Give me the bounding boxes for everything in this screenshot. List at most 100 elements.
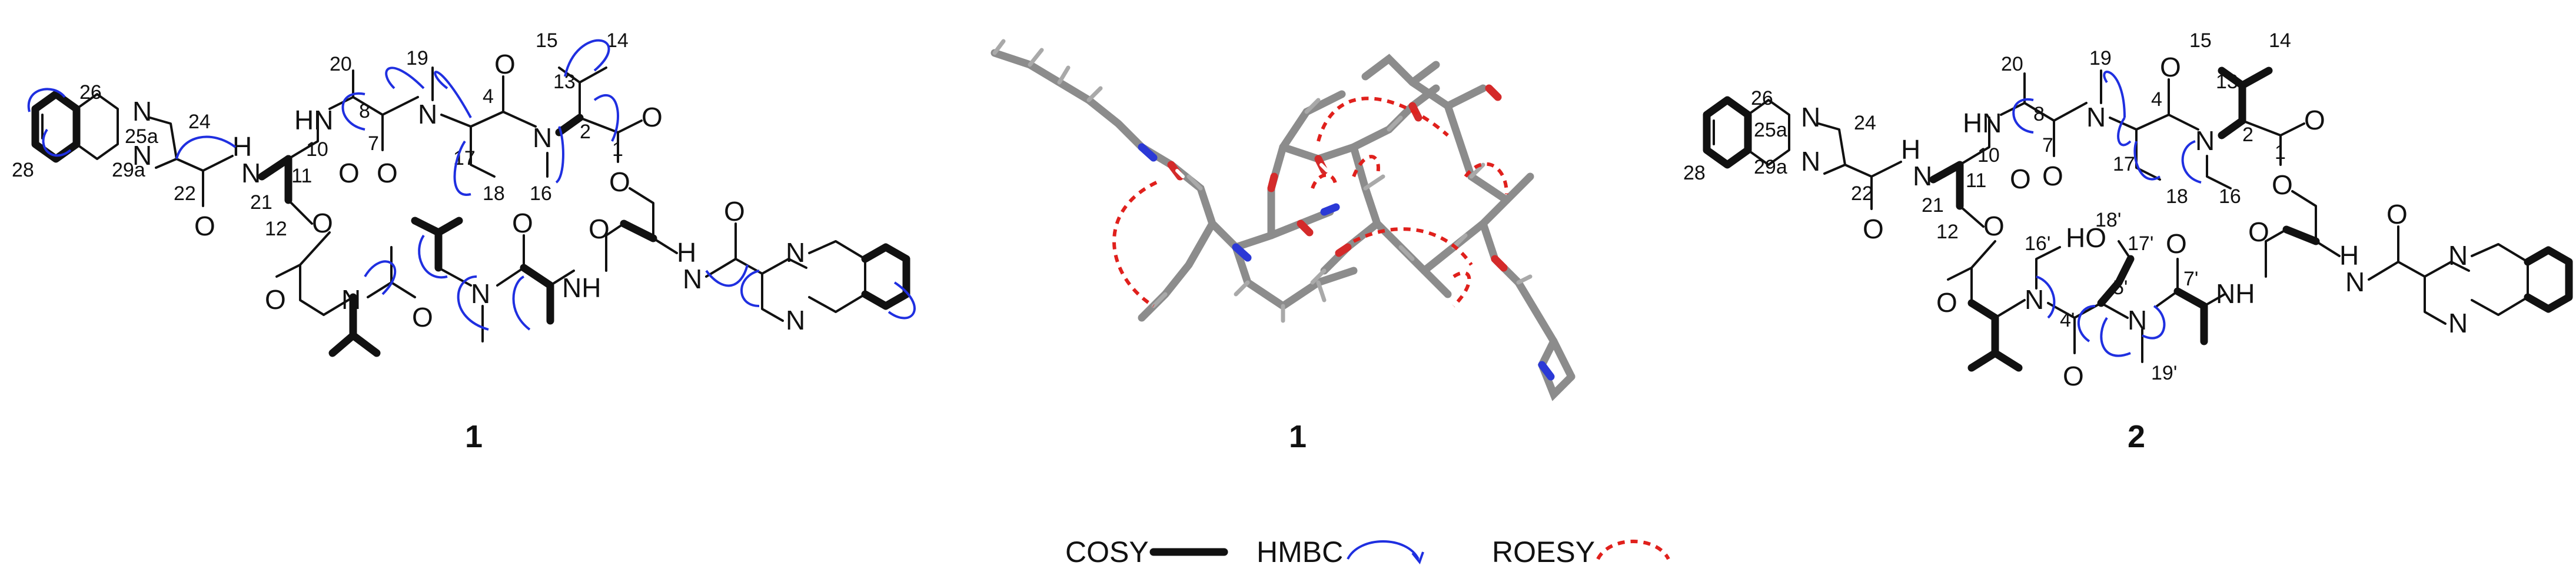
compound-label-right: 2 (2128, 419, 2145, 454)
label-4: 4 (2151, 88, 2162, 111)
label-24: 24 (188, 111, 211, 133)
atom-n: N (418, 99, 437, 129)
label-28: 28 (1683, 162, 1706, 184)
atom-o: O (1983, 211, 2005, 241)
hmbc-arrows-structure-1 (27, 39, 916, 331)
label-8: 8 (2033, 103, 2045, 125)
atom-o: O (724, 196, 745, 227)
atom-o: O (589, 214, 610, 244)
atom-n: N (132, 140, 152, 171)
legend-cosy-label: COSY (1065, 536, 1149, 568)
atom-h: H (1901, 134, 1920, 165)
atom-o: O (609, 167, 630, 197)
atom-ho: HO (2066, 222, 2106, 253)
label-15: 15 (536, 29, 558, 52)
label-18: 18 (483, 182, 505, 205)
label-21: 21 (250, 191, 272, 214)
label-12: 12 (1936, 221, 1959, 243)
label-17p: 17' (2128, 232, 2153, 255)
label-7p: 7' (2183, 268, 2198, 290)
roesy-arrows (1112, 97, 1508, 308)
atom-o: O (2042, 161, 2063, 191)
atom-o: O (512, 208, 533, 238)
atom-n: N (241, 158, 261, 188)
label-22: 22 (174, 182, 196, 205)
hmbc-arrows-structure-2 (2012, 71, 2202, 357)
label-10: 10 (306, 138, 328, 161)
atom-n: N (533, 122, 552, 153)
label-18: 18 (2166, 185, 2188, 208)
label-15: 15 (2189, 29, 2212, 52)
atom-o: O (2386, 199, 2408, 230)
atom-o: O (2248, 217, 2269, 247)
legend-hmbc-swatch (1347, 540, 1420, 560)
label-11: 11 (291, 165, 312, 187)
atom-o: O (641, 102, 663, 132)
atom-o: O (2166, 228, 2187, 259)
legend-roesy-swatch (1596, 540, 1670, 560)
structure-1-2d: N N 26 25a 29a 28 24 22 O H N 21 11 12 O… (12, 29, 916, 357)
label-19: 19 (406, 47, 428, 69)
compound-label-left: 1 (465, 419, 483, 454)
atom-o: O (338, 158, 360, 188)
atom-h: H (2339, 240, 2359, 271)
atom-o: O (2010, 164, 2031, 194)
label-20: 20 (2001, 53, 2023, 75)
label-19: 19 (2089, 47, 2112, 69)
atom-n: N (683, 264, 702, 294)
atom-n: N (471, 278, 490, 309)
label-12: 12 (265, 218, 287, 240)
label-1: 1 (612, 138, 623, 161)
atom-o: O (1936, 287, 1957, 318)
label-25a: 25a (1754, 119, 1787, 141)
quinoxaline-ring-left (31, 90, 119, 163)
atom-n: N (2448, 308, 2468, 338)
atom-o: O (2160, 52, 2181, 82)
label-8: 8 (359, 100, 370, 122)
atom-nh: NH (2216, 278, 2255, 309)
atom-n: N (2086, 102, 2106, 132)
label-19p: 19' (2151, 362, 2177, 384)
label-26: 26 (1751, 87, 1773, 109)
atom-o: O (494, 49, 516, 79)
label-2: 2 (2242, 124, 2253, 146)
label-29a: 29a (1754, 156, 1787, 178)
compound-label-center: 1 (1289, 419, 1307, 454)
label-7: 7 (2042, 134, 2053, 157)
label-18p: 18' (2095, 209, 2121, 231)
legend-hmbc-label: HMBC (1257, 536, 1343, 568)
atom-o: O (1863, 214, 1884, 244)
label-13: 13 (2216, 71, 2238, 93)
atom-n: N (1801, 102, 1820, 132)
label-14: 14 (2269, 29, 2291, 52)
structure-2-2d: N N 26 25a 29a 28 24 22 O H N 21 11 12 O… (1683, 29, 2573, 391)
label-13: 13 (553, 71, 576, 93)
label-5p: 5' (2113, 277, 2128, 299)
atom-n: N (2448, 240, 2468, 271)
atom-o: O (2063, 361, 2084, 391)
label-2: 2 (580, 121, 591, 143)
atom-o: O (194, 211, 215, 241)
atom-n: N (2025, 284, 2044, 315)
label-24: 24 (1854, 112, 1876, 134)
label-20: 20 (330, 53, 352, 75)
legend-roesy-label: ROESY (1492, 536, 1595, 568)
atom-n: N (2195, 125, 2215, 156)
atom-o: O (265, 284, 286, 315)
label-28: 28 (12, 159, 34, 181)
label-16: 16 (2219, 185, 2241, 208)
label-16p: 16' (2025, 232, 2050, 255)
atom-o: O (377, 158, 398, 188)
label-25a: 25a (125, 125, 158, 148)
label-11: 11 (1966, 169, 1986, 192)
legend: COSY HMBC ROESY (1065, 536, 1670, 568)
label-4p: 4' (2060, 309, 2075, 331)
label-1: 1 (2275, 141, 2286, 164)
legend-hmbc-arrowhead (1411, 551, 1424, 565)
label-10: 10 (1977, 144, 2000, 167)
atom-n: N (786, 305, 805, 335)
label-22: 22 (1851, 182, 1873, 205)
atom-n: N (2128, 305, 2147, 335)
structure-1-3d-model (990, 39, 1575, 401)
